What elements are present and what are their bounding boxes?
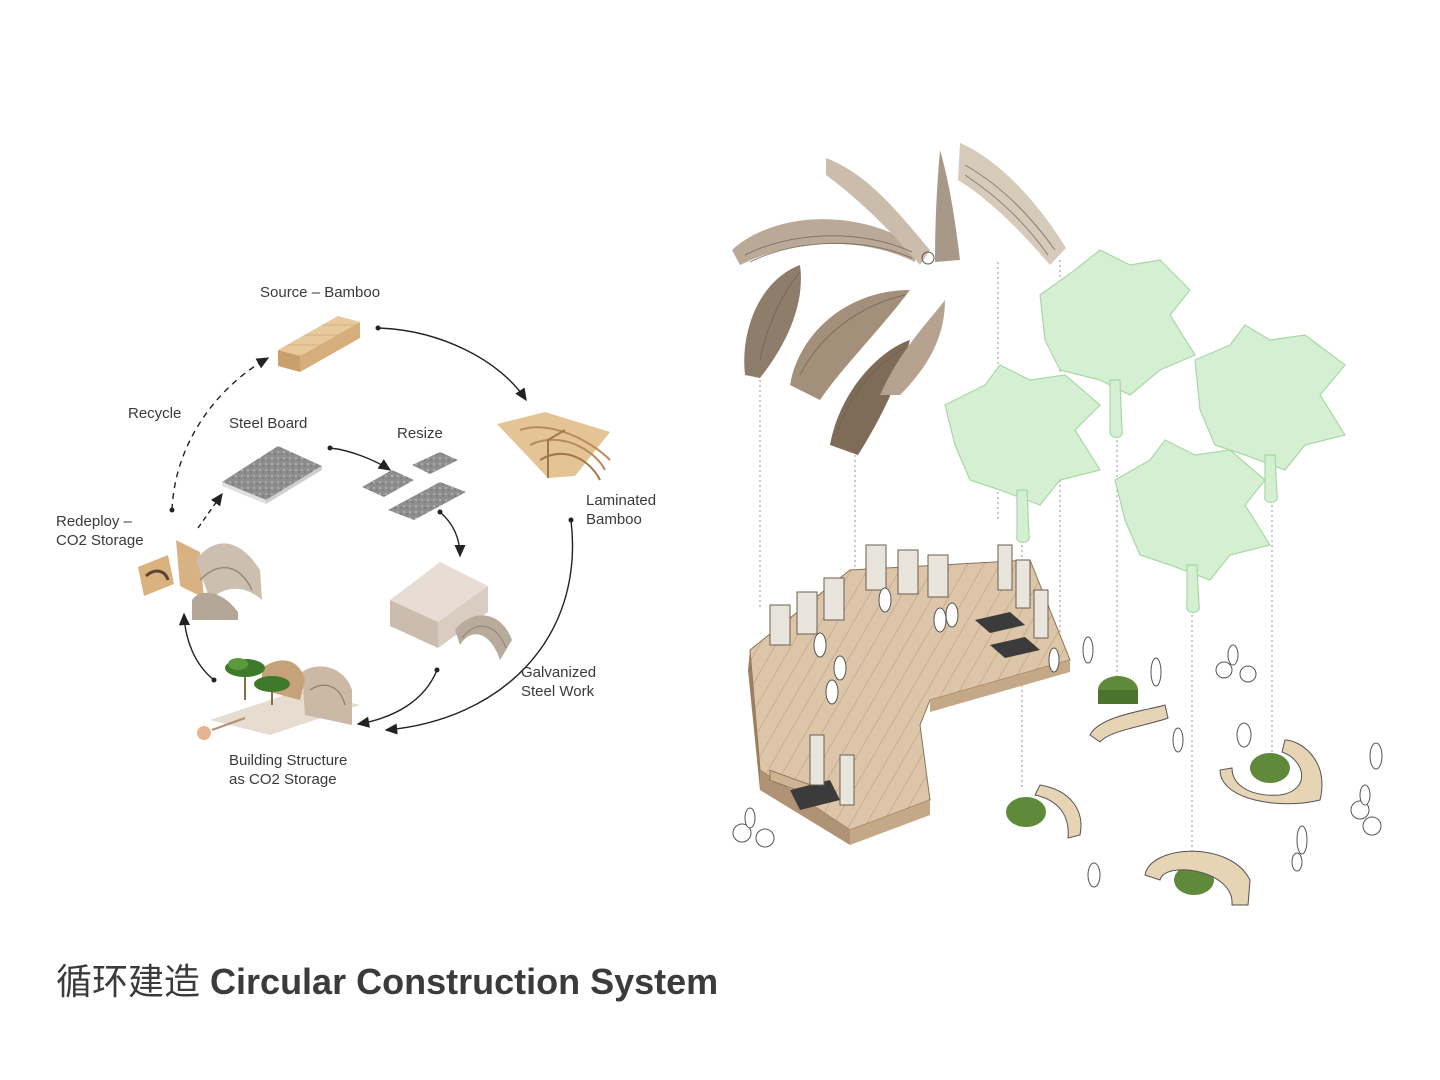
tree-4 (1114, 439, 1271, 614)
arrow-source-to-laminated (377, 327, 527, 402)
figure-caption: 循环建造 Circular Construction System (56, 960, 718, 1005)
tree-3 (944, 364, 1101, 544)
arrow-redeploy-to-steel-dashed (197, 492, 223, 529)
arrow-laminated-to-building (384, 519, 574, 735)
ground-figures (732, 636, 1383, 888)
tree-1 (1039, 249, 1196, 439)
laminated-bamboo-model (497, 412, 611, 481)
label-recycle: Recycle (128, 405, 182, 422)
planter-2 (1006, 784, 1082, 839)
planter-1 (1089, 676, 1169, 743)
label-steel-board: Steel Board (229, 415, 308, 432)
label-laminated-line1: Laminated (586, 492, 657, 509)
steel-board (222, 446, 322, 504)
label-galvanized-line1: Galvanized (521, 664, 597, 681)
planters-benches (1006, 676, 1323, 906)
label-building-line2: as CO2 Storage (229, 771, 337, 788)
tree-canopies (944, 249, 1346, 614)
cycle-diagram (138, 316, 611, 740)
arrow-resize-to-galvanized (439, 511, 466, 558)
arrow-building-to-redeploy (178, 612, 215, 681)
label-galvanized-line2: Steel Work (521, 683, 595, 700)
tree-2 (1194, 324, 1346, 504)
roof-canopy (732, 143, 1066, 455)
building-structure-model (197, 658, 360, 740)
label-redeploy-line2: CO2 Storage (56, 532, 144, 549)
arrow-galvanized-to-building (356, 669, 438, 728)
pavilion-axonometric (732, 143, 1383, 906)
label-resize: Resize (397, 425, 443, 442)
redeploy-model (138, 540, 262, 620)
planter-4 (1144, 850, 1251, 906)
label-source-bamboo: Source – Bamboo (260, 284, 381, 301)
label-building-line1: Building Structure (229, 752, 348, 769)
deck-platform (748, 544, 1071, 845)
bamboo-block (278, 316, 360, 372)
planter-3 (1219, 739, 1323, 805)
arrow-steel-to-resize (329, 447, 392, 471)
label-redeploy-line1: Redeploy – (56, 513, 132, 530)
palm-tree-small (225, 658, 290, 705)
label-laminated-line2: Bamboo (586, 511, 642, 528)
arrow-recycle-dashed (171, 357, 270, 511)
resized-steel-pieces (362, 452, 466, 520)
caption-chinese: 循环建造 (56, 962, 201, 1003)
galvanized-steel-model (390, 562, 512, 660)
caption-english: Circular Construction System (210, 961, 719, 1002)
